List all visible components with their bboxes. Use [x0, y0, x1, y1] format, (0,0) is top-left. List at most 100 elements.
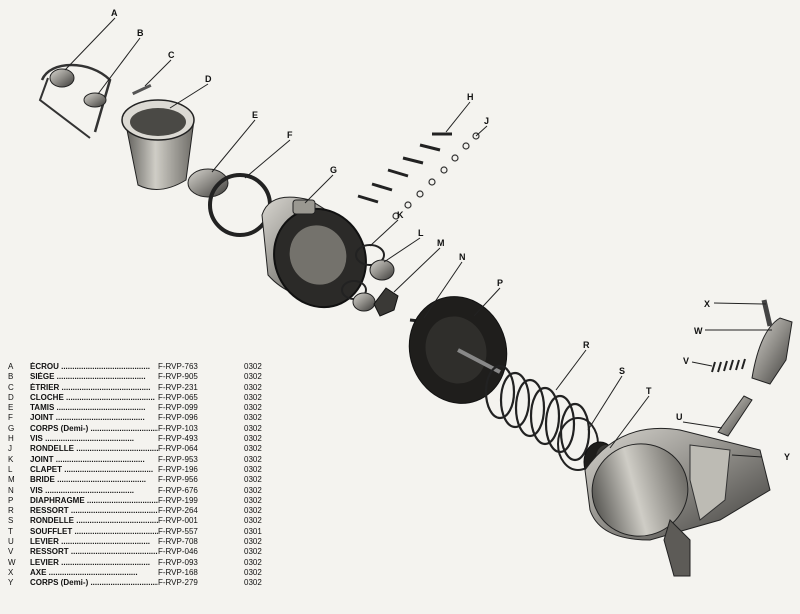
- part-name: ÉTRIER .................................…: [30, 382, 151, 392]
- parts-list-row: C ÉTRIER ................................…: [6, 383, 306, 393]
- part-corps-demi-top: [261, 196, 367, 309]
- part-name: CLOCHE .................................…: [30, 392, 155, 402]
- part-code: 0302: [244, 372, 262, 382]
- part-reference: F-RVP-279: [158, 578, 198, 588]
- part-code: 0302: [244, 567, 262, 577]
- callout-b: B: [137, 28, 144, 38]
- part-code: 0302: [244, 516, 262, 526]
- part-tamis: [187, 168, 229, 198]
- part-clapet-valves: [352, 259, 395, 312]
- part-code: 0302: [244, 413, 262, 423]
- part-reference: F-RVP-199: [158, 495, 198, 505]
- part-ressort-small: [711, 358, 746, 373]
- part-code: 0302: [244, 464, 262, 474]
- part-reference: F-RVP-093: [158, 557, 198, 567]
- part-letter: C: [8, 382, 14, 392]
- callout-c: C: [168, 50, 175, 60]
- part-letter: X: [8, 567, 14, 577]
- part-reference: F-RVP-046: [158, 547, 198, 557]
- part-name: RESSORT ................................…: [30, 506, 158, 516]
- part-letter: J: [8, 444, 12, 454]
- callout-n: N: [459, 252, 466, 262]
- part-name: DIAPHRAGME .............................…: [30, 495, 158, 505]
- part-levier-small: [717, 395, 753, 437]
- part-rondelle-washers: [392, 132, 480, 220]
- part-code: 0301: [244, 526, 262, 536]
- callout-r: R: [583, 340, 590, 350]
- part-name: CLAPET .................................…: [30, 464, 154, 474]
- part-bride: [373, 287, 399, 317]
- parts-list-row: K JOINT .................................…: [6, 455, 306, 465]
- callout-w: W: [694, 326, 703, 336]
- callout-k: K: [397, 210, 404, 220]
- part-cloche: [121, 99, 195, 190]
- part-reference: F-RVP-231: [158, 382, 198, 392]
- parts-list-row: J RONDELLE ..............................…: [6, 444, 306, 454]
- part-reference: F-RVP-099: [158, 403, 198, 413]
- part-name: LEVIER .................................…: [30, 537, 151, 547]
- callout-f: F: [287, 130, 293, 140]
- part-letter: B: [8, 372, 14, 382]
- part-code: 0302: [244, 495, 262, 505]
- part-joint-ring: [208, 173, 272, 237]
- part-code: 0302: [244, 547, 262, 557]
- part-code: 0302: [244, 578, 262, 588]
- callout-a: A: [111, 8, 118, 18]
- parts-list-row: X AXE ...................................…: [6, 568, 306, 578]
- part-letter: G: [8, 423, 15, 433]
- part-name: VIS ....................................…: [30, 434, 135, 444]
- part-reference: F-RVP-557: [158, 526, 198, 536]
- part-reference: F-RVP-264: [158, 506, 198, 516]
- part-reference: F-RVP-763: [158, 362, 198, 371]
- callout-t: T: [646, 386, 652, 396]
- part-name: CORPS (Demi-) ..........................…: [30, 423, 158, 433]
- part-name: VIS ....................................…: [30, 485, 135, 495]
- part-letter: W: [8, 557, 16, 567]
- part-code: 0302: [244, 485, 262, 495]
- part-code: 0302: [244, 403, 262, 413]
- part-letter: T: [8, 526, 13, 536]
- part-reference: F-RVP-953: [158, 454, 198, 464]
- part-letter: H: [8, 434, 14, 444]
- part-code: 0302: [244, 506, 262, 516]
- part-name: SIÈGE ..................................…: [30, 372, 146, 382]
- callout-l: L: [418, 228, 424, 238]
- parts-list-row: G CORPS (Demi-) .........................…: [6, 424, 306, 434]
- part-name: AXE ....................................…: [30, 567, 138, 577]
- part-letter: U: [8, 537, 14, 547]
- part-diaphragme: [408, 296, 508, 404]
- part-name: JOINT ..................................…: [30, 454, 145, 464]
- parts-list-row: U LEVIER ................................…: [6, 537, 306, 547]
- part-letter: Y: [8, 578, 14, 588]
- part-letter: P: [8, 495, 14, 505]
- part-letter: S: [8, 516, 14, 526]
- part-reference: F-RVP-168: [158, 567, 198, 577]
- part-reference: F-RVP-103: [158, 423, 198, 433]
- parts-list-row: Y CORPS (Demi-) .........................…: [6, 578, 306, 588]
- part-name: RONDELLE ...............................…: [30, 444, 158, 454]
- part-reference: F-RVP-001: [158, 516, 198, 526]
- part-name: BRIDE ..................................…: [30, 475, 147, 485]
- part-code: 0302: [244, 382, 262, 392]
- part-letter: K: [8, 454, 14, 464]
- callout-leaders: [64, 17, 772, 458]
- callout-g: G: [330, 165, 337, 175]
- part-letter: A: [8, 362, 14, 371]
- part-reference: F-RVP-065: [158, 392, 198, 402]
- part-code: 0302: [244, 475, 262, 485]
- part-reference: F-RVP-096: [158, 413, 198, 423]
- part-name: CORPS (Demi-) ..........................…: [30, 578, 158, 588]
- part-letter: F: [8, 413, 13, 423]
- part-code: 0302: [244, 434, 262, 444]
- callout-j: J: [484, 116, 489, 126]
- part-name: LEVIER .................................…: [30, 557, 151, 567]
